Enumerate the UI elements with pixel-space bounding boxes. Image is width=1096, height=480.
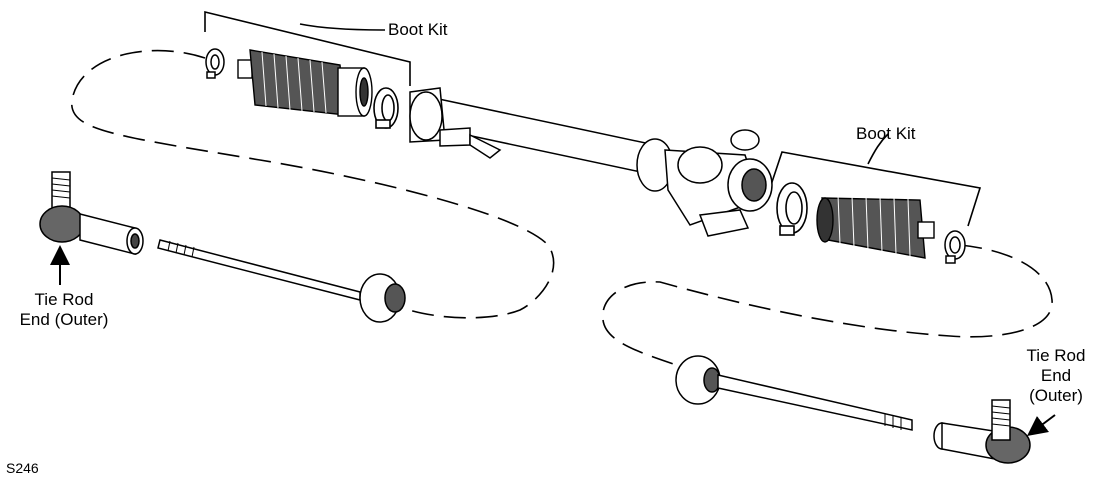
left-inner-tie-rod: [157, 239, 406, 323]
right-boot-clamp: [944, 230, 966, 264]
left-large-clamp: [373, 87, 399, 129]
figure-code: S246: [6, 460, 39, 476]
tie-rod-label-left-line2: End (Outer): [19, 310, 109, 329]
tie-rod-label-left-line1: Tie Rod: [34, 290, 94, 309]
rack-housing: [409, 87, 656, 176]
left-boot-clamp: [205, 48, 225, 79]
right-tie-rod-end: [933, 399, 1031, 464]
left-boot: [237, 49, 373, 117]
right-large-clamp: [776, 182, 808, 236]
tie-rod-label-right-line1: Tie Rod: [1026, 346, 1086, 365]
tie-rod-label-right: Tie Rod End (Outer): [1018, 346, 1094, 406]
right-inner-tie-rod: [675, 355, 913, 431]
tie-rod-label-left: Tie Rod End (Outer): [16, 290, 112, 330]
right-boot: [816, 194, 935, 259]
assembly-dashed-lines: [71, 49, 1053, 371]
tie-rod-label-right-line2: End: [1040, 366, 1072, 385]
steering-gear-housing: [636, 129, 773, 237]
left-tie-rod-end: [39, 171, 144, 255]
tie-rod-arrows: [50, 245, 1056, 436]
boot-kit-brackets: [204, 10, 982, 227]
boot-kit-label-left: Boot Kit: [388, 20, 448, 39]
tie-rod-label-right-line3: (Outer): [1029, 386, 1083, 405]
boot-kit-label-right: Boot Kit: [856, 124, 916, 143]
